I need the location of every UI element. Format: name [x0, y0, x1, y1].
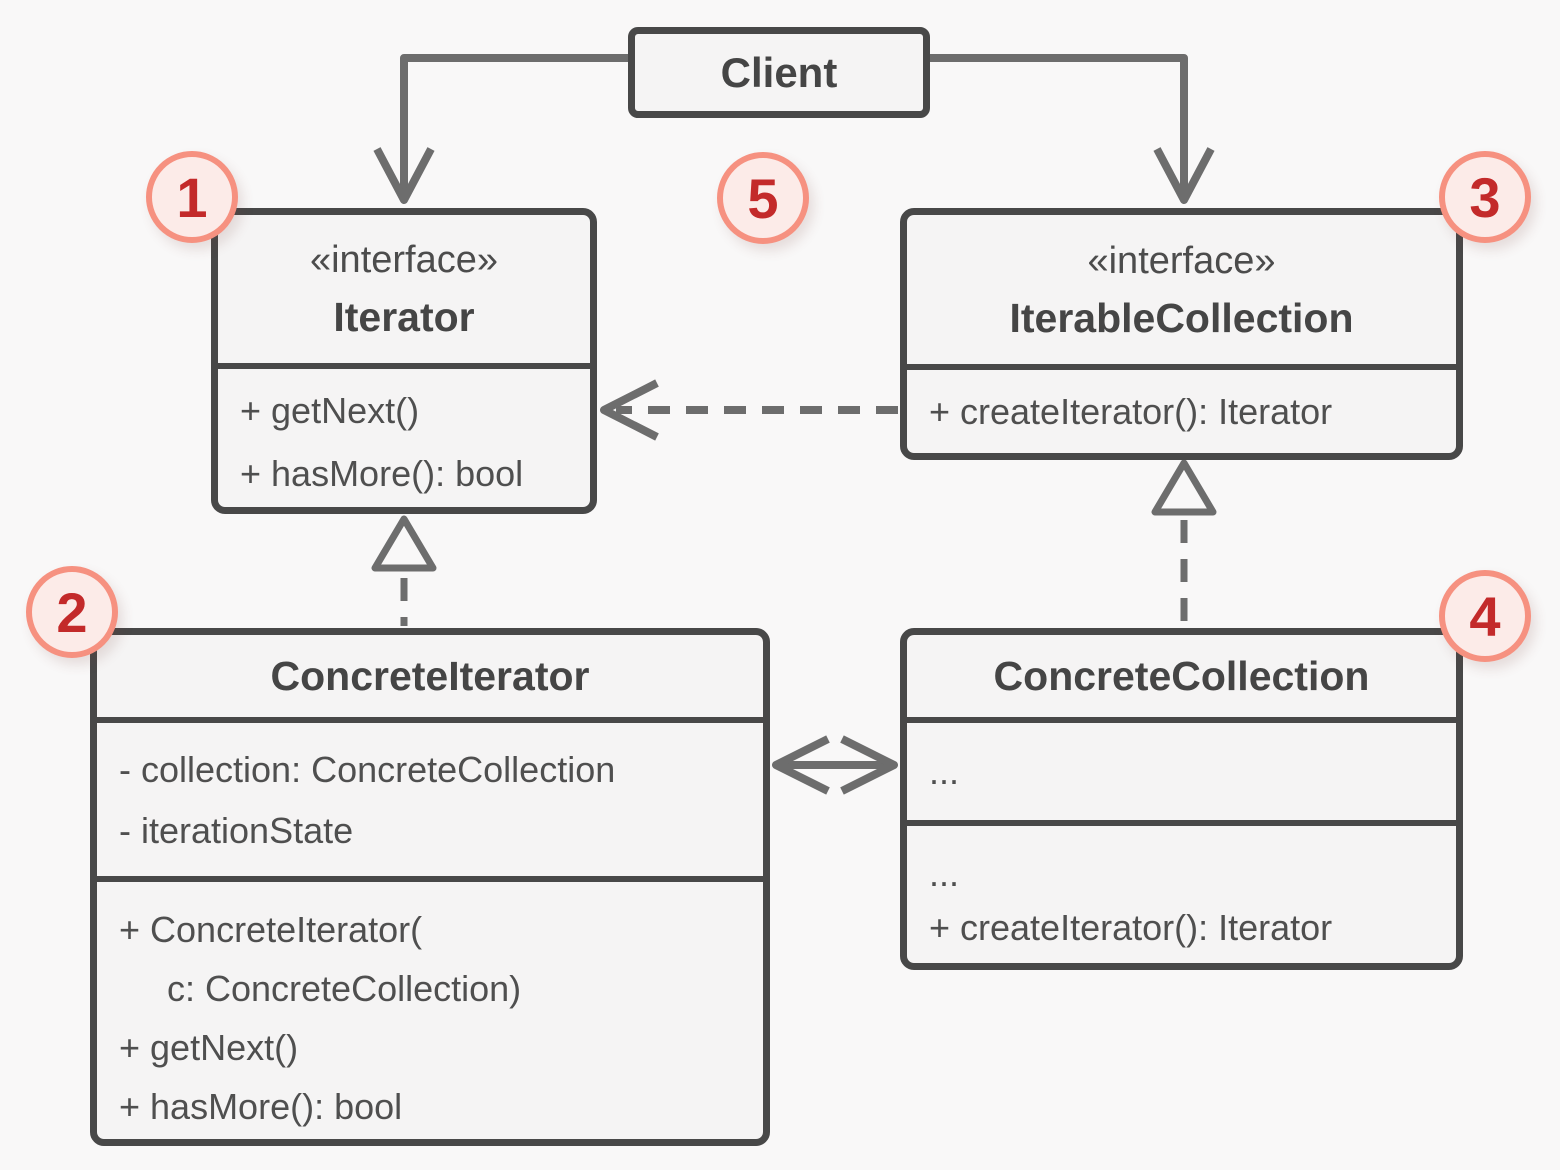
method-row: + hasMore(): bool: [240, 453, 524, 494]
step-badge-3: 3: [1439, 151, 1531, 243]
class-title-section: «interface» IterableCollection: [907, 215, 1456, 364]
concrete-collection-class-box: ConcreteCollection ... ... + createItera…: [900, 628, 1463, 970]
step-badge-1: 1: [146, 151, 238, 243]
step-badge-2: 2: [26, 566, 118, 658]
class-title: IterableCollection: [1009, 294, 1354, 341]
hollow-triangle-up-icon: [371, 515, 437, 572]
arrowhead-down-icon: [373, 147, 435, 204]
client-class-box: Client: [628, 27, 930, 118]
class-title-section: ConcreteIterator: [97, 635, 763, 717]
method-row-continuation: c: ConcreteCollection): [167, 967, 522, 1009]
class-title: Iterator: [333, 294, 475, 340]
client-to-iterator-arrow: [373, 54, 628, 204]
field-row: - iterationState: [119, 809, 354, 851]
methods-section: + ConcreteIterator( c: ConcreteCollectio…: [97, 876, 763, 1139]
class-title: Client: [720, 48, 838, 96]
class-title-section: «interface» Iterator: [218, 215, 590, 363]
method-row: + ConcreteIterator(: [119, 908, 423, 950]
iterator-interface-box: «interface» Iterator + getNext() + hasMo…: [211, 208, 597, 514]
method-row: + getNext(): [240, 390, 420, 431]
method-row: + hasMore(): bool: [119, 1085, 403, 1127]
method-row: + getNext(): [119, 1026, 299, 1068]
method-row: + createIterator(): Iterator: [929, 390, 1333, 432]
concrete-iterator-realization-arrow: [371, 515, 437, 626]
arrowhead-right-icon: [840, 735, 898, 795]
hollow-triangle-up-icon: [1151, 459, 1217, 516]
methods-section: ... + createIterator(): Iterator: [907, 820, 1456, 963]
arrowhead-left-icon: [772, 735, 830, 795]
concrete-collection-realization-arrow: [1151, 459, 1217, 626]
iterator-collection-association-arrow: [772, 735, 898, 795]
concrete-iterator-class-box: ConcreteIterator - collection: ConcreteC…: [90, 628, 770, 1146]
stereotype-label: «interface»: [309, 239, 498, 281]
methods-section: + getNext() + hasMore(): bool: [218, 363, 590, 507]
fields-section: ...: [907, 717, 1456, 820]
method-row: ...: [929, 852, 960, 894]
create-iterator-dependency-arrow: [600, 379, 898, 441]
arrowhead-down-icon: [1153, 147, 1215, 204]
class-title: ConcreteCollection: [993, 653, 1370, 699]
stereotype-label: «interface»: [1087, 239, 1276, 282]
class-title-section: ConcreteCollection: [907, 635, 1456, 717]
methods-section: + createIterator(): Iterator: [907, 364, 1456, 453]
step-badge-4: 4: [1439, 570, 1531, 662]
class-title: ConcreteIterator: [270, 653, 590, 699]
fields-section: - collection: ConcreteCollection - itera…: [97, 717, 763, 876]
method-row: + createIterator(): Iterator: [929, 906, 1333, 948]
step-badge-5: 5: [717, 152, 809, 244]
field-row: - collection: ConcreteCollection: [119, 748, 616, 790]
arrowhead-left-icon: [600, 379, 659, 441]
iterable-collection-interface-box: «interface» IterableCollection + createI…: [900, 208, 1463, 460]
client-to-iterable-collection-arrow: [930, 54, 1215, 204]
field-row: ...: [929, 750, 960, 792]
